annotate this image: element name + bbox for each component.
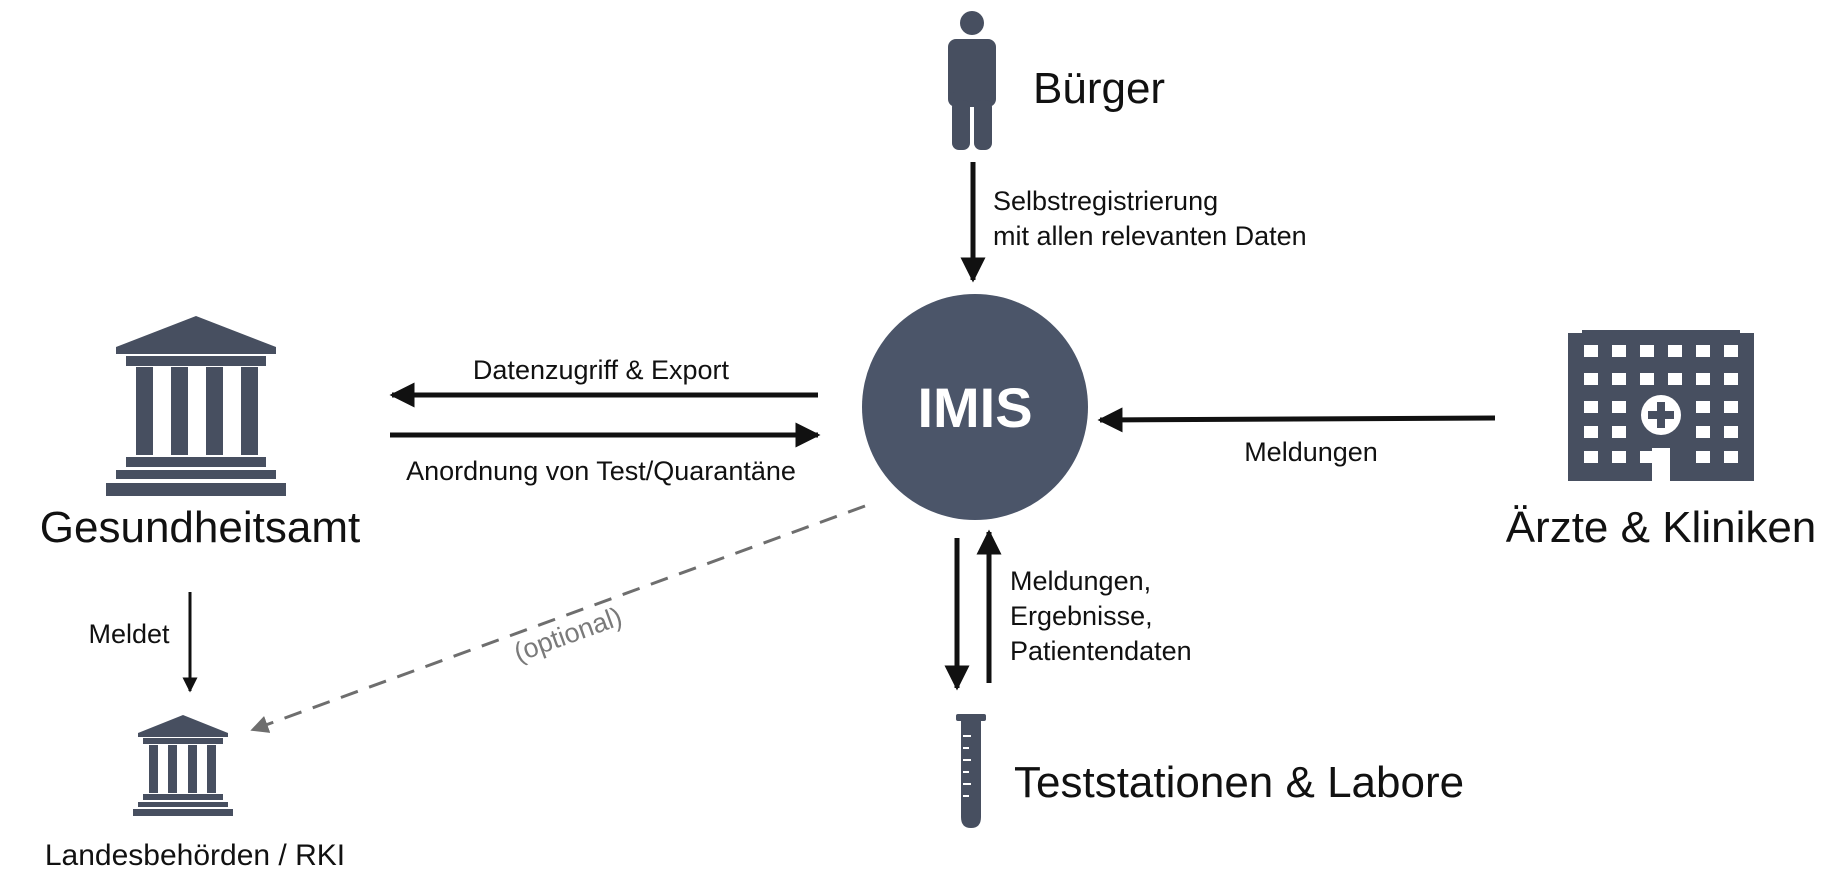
imis-hub: IMIS (862, 294, 1088, 520)
arrow-optional (250, 504, 866, 733)
labor-label-2: Ergebnisse, (1010, 601, 1153, 631)
selbstregistrierung-label-1: Selbstregistrierung (993, 186, 1218, 216)
meldungen-kliniken-label: Meldungen (1244, 437, 1378, 467)
optional-label: (optional) (510, 601, 626, 668)
edge-meldet: Meldet (88, 592, 198, 693)
landesbehoerden-rki-label: Landesbehörden / RKI (45, 839, 345, 872)
selbstregistrierung-label-2: mit allen relevanten Daten (993, 221, 1307, 251)
node-buerger: Bürger (948, 11, 1165, 150)
edge-datenzugriff: Datenzugriff & Export (389, 355, 818, 408)
node-aerzte-kliniken: Ärzte & Kliniken (1506, 330, 1817, 552)
edge-anordnung: Anordnung von Test/Quarantäne (390, 422, 821, 486)
government-building-icon (133, 715, 233, 816)
node-landesbehoerden-rki: Landesbehörden / RKI (45, 715, 345, 872)
edge-labor: Meldungen, Ergebnisse, Patientendaten (944, 529, 1192, 691)
imis-hub-label: IMIS (917, 376, 1032, 439)
test-tube-icon (956, 714, 986, 828)
labor-label-1: Meldungen, (1010, 566, 1151, 596)
edge-selbstregistrierung: Selbstregistrierung mit allen relevanten… (960, 162, 1307, 283)
aerzte-kliniken-label: Ärzte & Kliniken (1506, 503, 1817, 552)
edge-meldungen-kliniken: Meldungen (1097, 407, 1496, 467)
buerger-label: Bürger (1033, 64, 1165, 113)
node-gesundheitsamt: Gesundheitsamt (40, 316, 360, 552)
node-teststationen-labore: Teststationen & Labore (956, 714, 1464, 828)
teststationen-labore-label: Teststationen & Labore (1014, 758, 1464, 807)
meldet-label: Meldet (88, 619, 170, 649)
test-tube-marks (963, 735, 971, 797)
imis-hub-circle (862, 294, 1088, 520)
arrow-meldungen-kliniken (1097, 407, 1496, 433)
government-building-icon (106, 316, 286, 496)
datenzugriff-label: Datenzugriff & Export (473, 355, 730, 385)
person-icon (948, 11, 996, 150)
labor-label-3: Patientendaten (1010, 636, 1192, 666)
anordnung-label: Anordnung von Test/Quarantäne (406, 456, 796, 486)
gesundheitsamt-label: Gesundheitsamt (40, 503, 360, 552)
hospital-icon (1568, 330, 1754, 481)
